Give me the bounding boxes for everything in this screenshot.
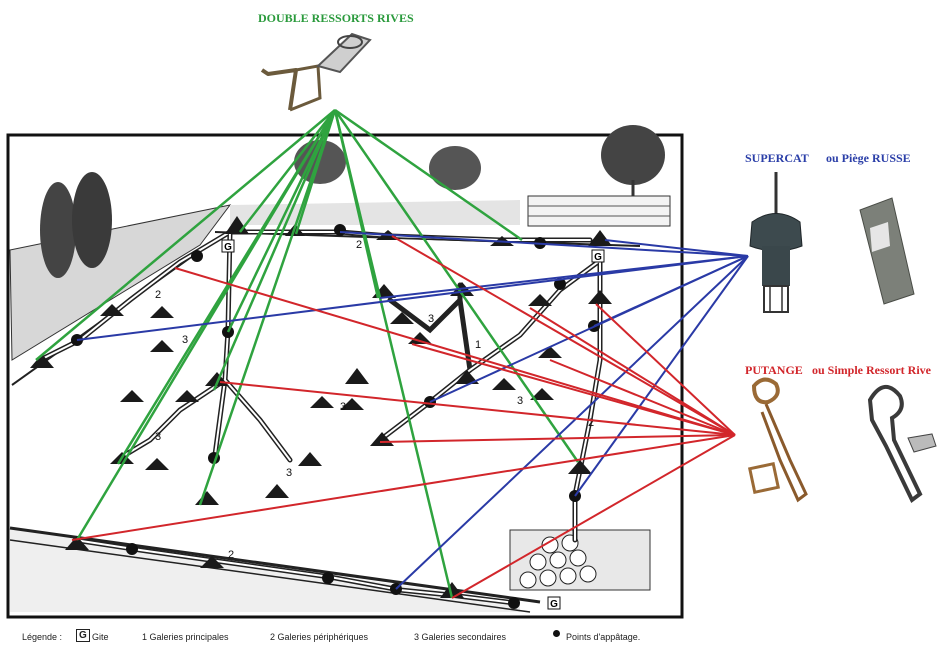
molehill [492,378,516,390]
gallery-label-peripheral: 2 [155,289,161,301]
molehill [175,390,199,402]
putange-title: PUTANGE [745,363,803,377]
double-ressorts-title: DOUBLE RESSORTS RIVES [258,11,414,25]
molehill [455,370,479,384]
legend-gite: Gite [92,632,109,642]
molehill [30,354,54,368]
gallery-label-secondary: 3 [182,334,188,346]
gallery-label-secondary: 3 [155,431,161,443]
piege-russe-trap-image [859,197,915,305]
log-pile [509,529,651,591]
molehill [150,306,174,318]
bait-point [508,597,520,609]
gite-label: G [550,599,558,610]
bait-point [554,278,566,290]
tree-icon [72,172,112,268]
double-ressorts-trap-image [260,32,372,112]
field-illustration: G G G 2 2 2 2 1 3 3 3 3 3 3 [6,125,684,619]
gallery-label-principal: 1 [475,339,481,351]
legend-bait: Points d'appâtage. [566,632,641,642]
gallery-label-secondary: 3 [517,395,523,407]
molehill [588,230,612,246]
bait-point [334,224,346,236]
simple-ressort-trap-image [867,385,937,504]
molehill [588,290,612,304]
gallery-label-peripheral: 2 [588,417,594,429]
legend-label: Légende : [22,632,63,642]
supercat-trap-image [749,172,803,313]
tree-icon [429,146,481,190]
molehill [568,460,592,474]
legend: Légende : G Gite 1 Galeries principales … [0,624,700,648]
gallery-label-peripheral: 2 [356,239,362,251]
gallery-label-secondary: 3 [340,401,346,413]
gite-marker [547,596,561,610]
legend-gite-symbol: G [76,629,90,642]
molehill [538,346,562,358]
molehill [408,332,432,344]
molehill [120,390,144,402]
gallery-label-peripheral: 2 [228,549,234,561]
simple-ressort-title: ou Simple Ressort Rive [812,363,931,377]
gite-label: G [224,242,232,253]
gite-marker [221,239,235,253]
green-connections [35,108,580,599]
bait-point [126,543,138,555]
bait-point [191,250,203,262]
legend-peripheral: 2 Galeries périphériques [270,632,369,642]
bait-point-icon [553,630,560,637]
supercat-title: SUPERCAT [745,151,809,165]
molehill [298,452,322,466]
piege-russe-title: ou Piège RUSSE [826,151,911,165]
molehill [100,304,124,316]
gite-marker [591,249,605,263]
gite-label: G [594,252,602,263]
bait-point [322,572,334,584]
tree-icon [40,182,76,278]
molehill [340,398,364,410]
red-connections [71,235,736,599]
molehill [65,536,89,550]
tree-icon [601,125,665,185]
molehill [200,556,224,568]
molehill [150,340,174,352]
stone-wall [527,195,671,227]
putange-trap-image [747,377,808,503]
molehill [530,388,554,400]
molehill [145,458,169,470]
molehill [345,368,369,384]
gallery-label-secondary: 3 [286,467,292,479]
legend-principal: 1 Galeries principales [142,632,229,642]
molehill [265,484,289,498]
molehill [310,396,334,408]
legend-secondary: 3 Galeries secondaires [414,632,507,642]
molehill [528,294,552,306]
gallery-label-secondary: 3 [428,313,434,325]
molehill [390,312,414,324]
